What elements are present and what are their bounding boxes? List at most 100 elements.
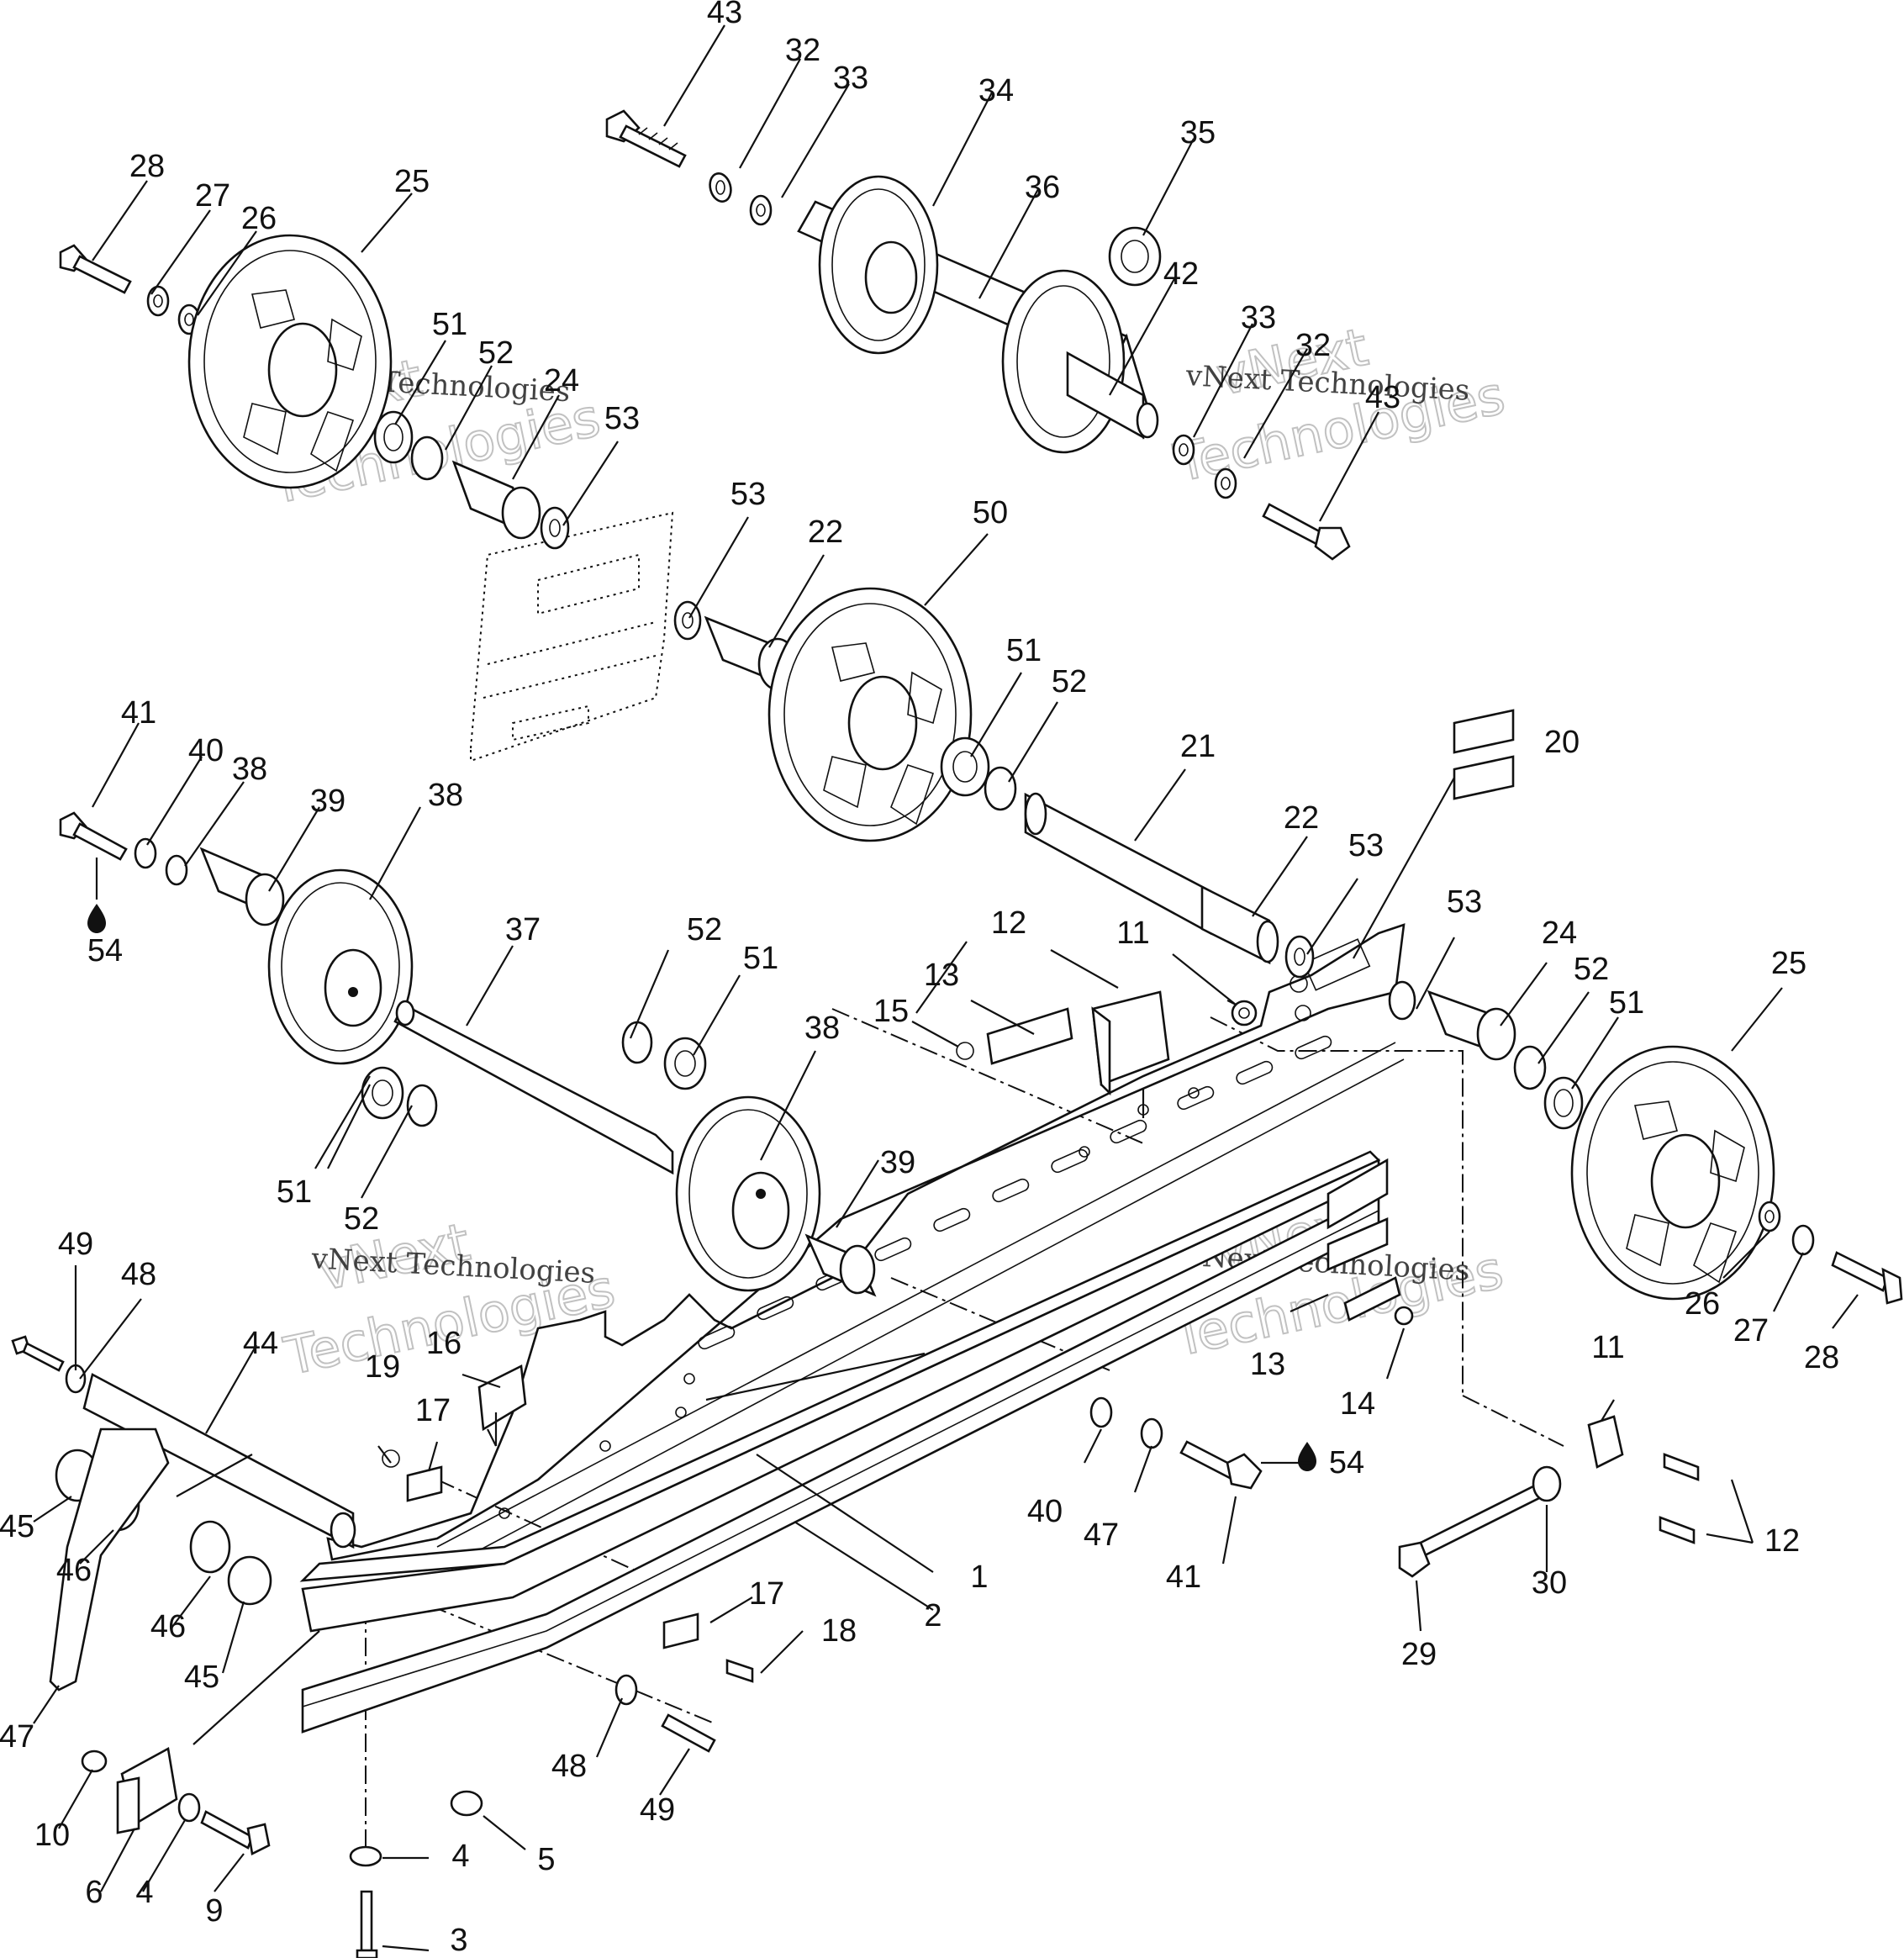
callout-label: 1	[970, 1560, 988, 1595]
callout-label: 42	[1163, 256, 1199, 292]
callout-label: 21	[1180, 729, 1216, 764]
callout-label: 51	[743, 941, 778, 976]
callout-label: 5	[537, 1842, 555, 1877]
callout-label: 25	[394, 164, 430, 199]
oil-drop-icon	[1298, 1442, 1316, 1471]
callout-label: 17	[749, 1576, 784, 1612]
callout-label: 52	[1052, 664, 1087, 699]
callout-label: 33	[833, 61, 868, 96]
callout-label: 36	[1025, 170, 1060, 205]
top-axle-assembly	[605, 109, 1351, 561]
callout-label: 37	[505, 912, 541, 947]
callout-label: 51	[432, 307, 467, 342]
callout-label: 48	[551, 1749, 587, 1784]
callout-label: 43	[707, 0, 742, 30]
callout-label: 26	[1685, 1286, 1720, 1322]
callout-label: 40	[188, 733, 224, 768]
callout-label: 27	[195, 178, 230, 214]
callout-label: 54	[87, 933, 123, 968]
lower-left-parts	[11, 1335, 716, 1958]
callout-label: 28	[129, 149, 165, 184]
callout-label: 4	[135, 1875, 153, 1910]
callout-label: 38	[232, 752, 267, 787]
callout-label: 51	[1609, 985, 1644, 1021]
callout-label: 12	[1764, 1523, 1800, 1559]
callout-label: 4	[451, 1839, 469, 1874]
callout-label: 47	[0, 1719, 34, 1755]
callouts: 43 32 33 34 36 35 42 33 32 43 28 27 26 2…	[0, 0, 1839, 1958]
callout-label: 2	[924, 1598, 941, 1633]
callout-label: 35	[1180, 115, 1216, 150]
callout-label: 11	[1116, 916, 1149, 951]
callout-label: 27	[1733, 1313, 1769, 1348]
callout-label: 3	[450, 1923, 467, 1958]
front-axle-group	[59, 811, 1316, 1490]
callout-label: 52	[687, 912, 722, 947]
callout-label: 41	[121, 695, 156, 731]
callout-label: 34	[978, 73, 1014, 108]
middle-wheel-group	[673, 587, 1515, 979]
callout-label: 32	[1295, 328, 1331, 363]
callout-label: 11	[1591, 1330, 1624, 1365]
callout-label: 38	[428, 778, 463, 813]
callout-label: 51	[277, 1174, 312, 1210]
callout-label: 9	[205, 1893, 223, 1929]
callout-label: 39	[880, 1145, 915, 1180]
callout-label: 49	[58, 1227, 93, 1262]
callout-label: 48	[121, 1257, 156, 1292]
callout-label: 13	[1250, 1347, 1285, 1382]
right-wheel-group	[1388, 980, 1903, 1305]
callout-label: 41	[1166, 1560, 1201, 1595]
callout-label: 47	[1084, 1517, 1119, 1553]
callout-label: 16	[426, 1326, 461, 1361]
callout-label: 46	[150, 1609, 186, 1644]
callout-label: 46	[56, 1553, 92, 1588]
callout-label: 45	[0, 1509, 34, 1544]
callout-label: 22	[1284, 800, 1319, 836]
callout-label: 53	[604, 401, 640, 436]
callout-label: 22	[808, 515, 843, 550]
callout-label: 13	[924, 958, 959, 993]
callout-label: 45	[184, 1660, 219, 1695]
callout-label: 54	[1329, 1445, 1364, 1480]
callout-label: 52	[478, 335, 514, 371]
callout-label: 15	[873, 994, 909, 1029]
callout-label: 28	[1804, 1340, 1839, 1375]
callout-label: 51	[1006, 633, 1042, 668]
callout-label: 44	[243, 1326, 278, 1361]
callout-label: 19	[365, 1349, 400, 1385]
rail-assembly-1	[326, 923, 1406, 1565]
callout-label: 32	[785, 33, 820, 68]
callout-label: 17	[415, 1393, 451, 1428]
leader-lines	[33, 24, 1859, 1952]
callout-label: 14	[1340, 1386, 1375, 1422]
top-left-wheel-group	[59, 234, 570, 550]
callout-label: 43	[1365, 380, 1400, 415]
rail-slide-2	[299, 1150, 1389, 1734]
callout-label: 53	[730, 477, 766, 512]
callout-label: 53	[1447, 884, 1482, 920]
bolt-43	[605, 109, 687, 168]
callout-label: 49	[640, 1792, 675, 1828]
callout-label: 25	[1771, 946, 1806, 981]
ghost-plate	[470, 511, 674, 763]
callout-label: 33	[1241, 300, 1276, 335]
callout-label: 29	[1401, 1637, 1437, 1672]
callout-label: 40	[1027, 1494, 1063, 1529]
callout-label: 6	[85, 1875, 103, 1910]
callout-label: 53	[1348, 828, 1384, 863]
small-parts	[382, 990, 1700, 1683]
callout-label: 50	[973, 495, 1008, 530]
callout-label: 39	[310, 784, 345, 819]
oil-drop-icon	[87, 904, 106, 933]
callout-label: 18	[821, 1613, 857, 1649]
callout-label: 10	[34, 1818, 70, 1853]
callout-label: 52	[344, 1201, 379, 1237]
callout-label: 38	[804, 1011, 840, 1046]
callout-label: 20	[1544, 725, 1580, 760]
callout-label: 24	[544, 363, 579, 398]
callout-label: 30	[1532, 1565, 1567, 1601]
callout-label: 52	[1574, 952, 1609, 987]
callout-label: 26	[241, 201, 277, 236]
